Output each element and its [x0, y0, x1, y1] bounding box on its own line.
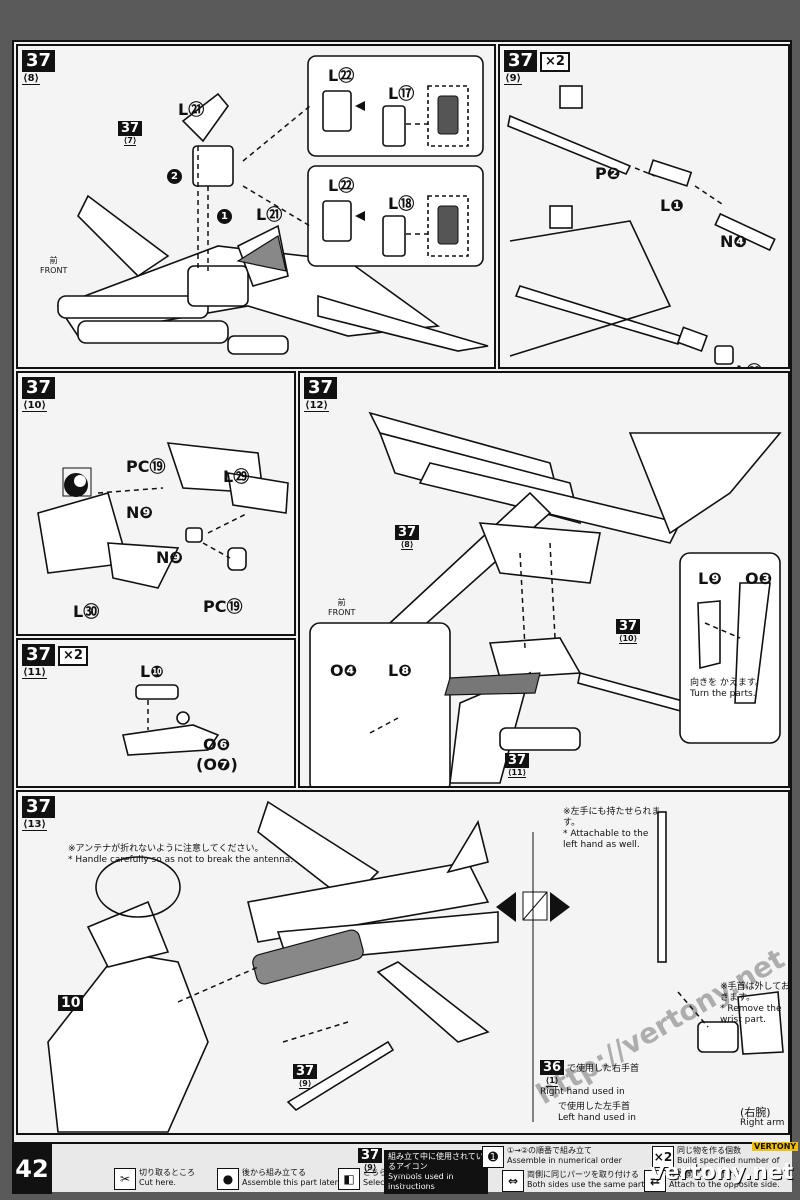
ref-step-10: 10 — [58, 992, 84, 1011]
later-icon: ● — [217, 1168, 239, 1190]
part-label: L❾ — [698, 569, 722, 588]
part-label: N❾ — [156, 548, 183, 567]
select-part-icon: ◧ — [338, 1168, 360, 1190]
order-marker-2: 2 — [166, 166, 182, 185]
footer-ref-37-9: 37 ⟨9⟩ — [358, 1148, 383, 1173]
part-label: P❷ — [595, 164, 621, 183]
part-label: L㉚ — [73, 602, 100, 621]
part-label: L㉒ — [328, 66, 355, 85]
ref-step-37-11: 37 ⟨11⟩ — [505, 753, 530, 778]
step-37-11-panel: 37 ⟨11⟩ ×2 L❿ O❻ (O❼) — [16, 638, 296, 788]
part-label: O❻ — [203, 735, 231, 754]
ref-step-37-10: 37 ⟨10⟩ — [616, 619, 641, 644]
part-label: L㉙ — [223, 467, 250, 486]
step-badge: 37 ⟨8⟩ — [22, 50, 56, 85]
booster-assembly-drawing — [309, 411, 782, 786]
quantity-icon: ×2 — [652, 1146, 674, 1168]
shield-part-drawing — [122, 684, 220, 756]
mount-assembly-drawing — [37, 442, 289, 589]
part-label: PC⑲ — [203, 597, 243, 616]
brand-watermark: vertony.net — [650, 1160, 794, 1185]
part-label: L❶ — [660, 196, 684, 215]
opposite-side-icon: ⇄ — [644, 1170, 666, 1192]
part-label: (O❼) — [196, 755, 238, 774]
brand-tag: VERTONY — [752, 1142, 799, 1151]
step-37-13-panel: 37 ⟨13⟩ — [16, 790, 790, 1135]
step-37-8-panel: 37 ⟨8⟩ — [16, 44, 496, 369]
step-badge: 37 ⟨11⟩ — [22, 644, 56, 679]
front-indicator: 前 FRONT — [40, 256, 68, 275]
part-label: L⑳ — [736, 358, 762, 367]
sword-assembly-drawing — [507, 85, 776, 365]
wrist-removal-note: ※手首は外しておきます。 * Remove the wrist part. — [720, 982, 790, 1025]
part-label: L⑰ — [388, 84, 415, 103]
order-marker-1: 1 — [216, 206, 232, 225]
antenna-caution-note: ※アンテナが折れないように注意してください。 * Handle carefull… — [68, 844, 294, 865]
step-37-9-panel: 37 ⟨9⟩ ×2 P❷ L❶ N❹ L⑳ — [498, 44, 790, 369]
wing-assembly-drawing — [56, 55, 489, 355]
step-37-10-panel: 37 ⟨10⟩ PC⑲ L㉙ N❾ N❾ PC⑲ L㉚ — [16, 371, 296, 636]
legend-caption: 組み立て中に使用されているアイコン Symbols used in instru… — [384, 1150, 488, 1194]
part-label: L❽ — [388, 661, 412, 680]
front-indicator: 前 FRONT — [328, 598, 356, 617]
ref-step-37-7: 37 ⟨7⟩ — [118, 121, 143, 146]
part-label: PC⑲ — [126, 457, 166, 476]
left-hand-used-note: で使用した左手首 Left hand used in — [558, 1102, 636, 1123]
page-number: 42 — [12, 1144, 52, 1194]
part-label: L㉒ — [328, 176, 355, 195]
part-label: O❸ — [745, 569, 773, 588]
step-badge: 37 ⟨10⟩ — [22, 377, 56, 412]
icon-legend-footer: 42 37 ⟨9⟩ 組み立て中に使用されているアイコン Symbols used… — [12, 1142, 792, 1194]
step-badge: 37 ⟨9⟩ — [504, 50, 538, 85]
turn-parts-note: 向きを かえます。 Turn the parts. — [690, 678, 764, 699]
step-37-12-panel: 37 ⟨12⟩ — [298, 371, 790, 788]
part-label: L⑱ — [388, 194, 415, 213]
part-label: L❿ — [140, 662, 164, 681]
part-label: N❹ — [720, 232, 747, 251]
part-label: L㉑ — [178, 100, 205, 119]
part-label: N❾ — [126, 503, 153, 522]
manual-page: 37 ⟨8⟩ — [12, 40, 792, 1188]
step-badge: 37 ⟨13⟩ — [22, 796, 56, 831]
left-hand-note: ※左手にも持たせられます。 * Attachable to the left h… — [563, 807, 661, 850]
order-icon: ➊ — [482, 1146, 504, 1168]
ref-step-37-8: 37 ⟨8⟩ — [395, 525, 420, 550]
right-arm-label: (右腕) Right arm — [740, 1106, 785, 1128]
final-assembly-drawing — [47, 800, 784, 1133]
right-hand-note: 36 ⟨1⟩ で使用した右手首 Right hand used in — [540, 1060, 639, 1097]
part-label: L㉑ — [256, 205, 283, 224]
ref-step-37-9: 37 ⟨9⟩ — [293, 1064, 318, 1089]
scissors-icon: ✂ — [114, 1168, 136, 1190]
quantity-badge: ×2 — [58, 646, 88, 666]
part-label: O❹ — [330, 661, 358, 680]
step-badge: 37 ⟨12⟩ — [304, 377, 338, 412]
both-sides-icon: ⇔ — [502, 1170, 524, 1192]
quantity-badge: ×2 — [540, 52, 570, 72]
